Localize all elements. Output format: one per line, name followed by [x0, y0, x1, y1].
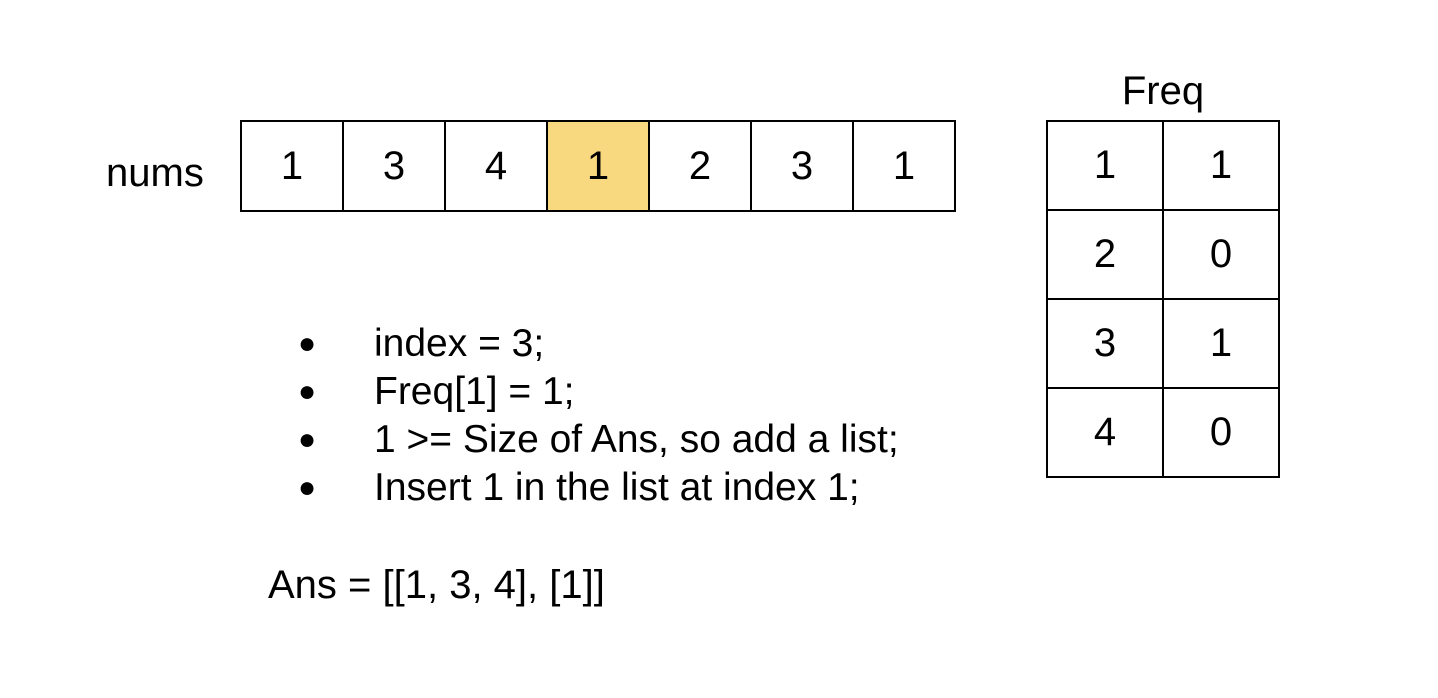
step-list: ● index = 3; ● Freq[1] = 1; ● 1 >= Size … [296, 320, 899, 512]
ans-result: Ans = [[1, 3, 4], [1]] [268, 563, 605, 607]
nums-label: nums [106, 151, 204, 195]
nums-cell: 4 [446, 122, 548, 212]
step-item: ● Insert 1 in the list at index 1; [296, 464, 899, 512]
step-item: ● Freq[1] = 1; [296, 368, 899, 416]
freq-value-cell: 1 [1164, 300, 1280, 389]
nums-cell: 1 [242, 122, 344, 212]
freq-row: 4 0 [1048, 389, 1280, 478]
step-text: Insert 1 in the list at index 1; [374, 466, 860, 509]
nums-cell: 2 [650, 122, 752, 212]
bullet-icon: ● [298, 423, 317, 456]
bullet-icon: ● [298, 471, 317, 504]
nums-cell: 1 [854, 122, 956, 212]
bullet-icon: ● [298, 327, 317, 360]
freq-key-cell: 4 [1048, 389, 1164, 478]
nums-cell-highlighted: 1 [548, 122, 650, 212]
freq-value-cell: 1 [1164, 122, 1280, 211]
step-text: index = 3; [374, 322, 545, 365]
nums-cell: 3 [344, 122, 446, 212]
freq-table: 1 1 2 0 3 1 4 0 [1046, 120, 1280, 478]
freq-row: 2 0 [1048, 211, 1280, 300]
freq-key-cell: 1 [1048, 122, 1164, 211]
freq-row: 1 1 [1048, 122, 1280, 211]
freq-value-cell: 0 [1164, 389, 1280, 478]
freq-key-cell: 3 [1048, 300, 1164, 389]
nums-array: 1 3 4 1 2 3 1 [240, 120, 956, 212]
freq-row: 3 1 [1048, 300, 1280, 389]
freq-value-cell: 0 [1164, 211, 1280, 300]
bullet-icon: ● [298, 375, 317, 408]
nums-cell: 3 [752, 122, 854, 212]
freq-key-cell: 2 [1048, 211, 1164, 300]
step-item: ● index = 3; [296, 320, 899, 368]
step-item: ● 1 >= Size of Ans, so add a list; [296, 416, 899, 464]
freq-title: Freq [1121, 69, 1205, 113]
step-text: 1 >= Size of Ans, so add a list; [374, 418, 899, 461]
step-text: Freq[1] = 1; [374, 370, 575, 413]
